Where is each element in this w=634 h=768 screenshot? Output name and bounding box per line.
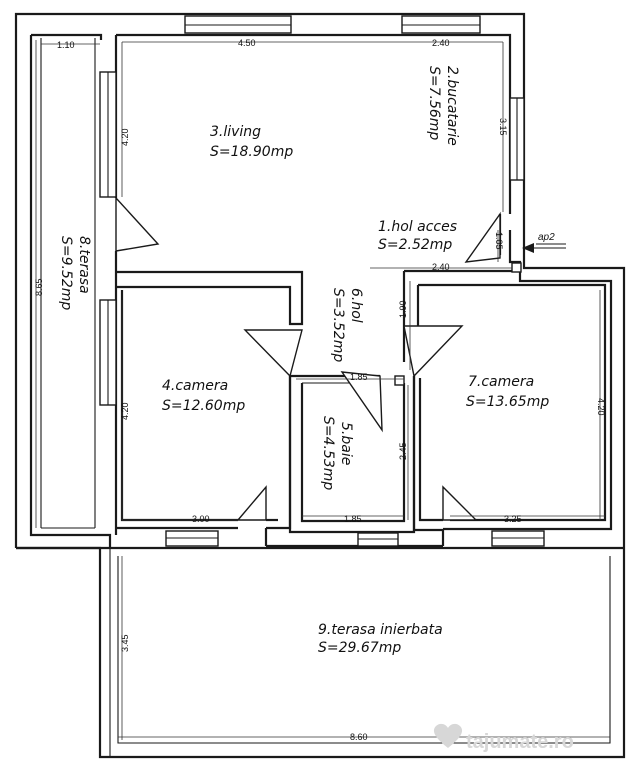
windows <box>99 15 545 547</box>
room-kitchen-area: S=7.56mp <box>426 66 442 140</box>
dimension-lines <box>35 40 610 740</box>
room-kitchen-name: 2.bucatarie <box>444 66 460 146</box>
door-camera4 <box>243 329 303 378</box>
dim-bath-width: 1.85 <box>344 514 362 524</box>
door-camera7-terrace <box>442 485 478 521</box>
entry-arrow-icon <box>522 243 534 253</box>
room-terrace9-name: 9.terasa inierbata <box>318 622 443 638</box>
room-camera4-name: 4.camera <box>162 378 228 394</box>
room-living-area: S=18.90mp <box>210 144 293 160</box>
dim-kitchen-height: 3.15 <box>498 118 508 136</box>
dim-terrace-height: 8.65 <box>34 278 44 296</box>
doors <box>115 196 522 521</box>
watermark-text: tajumate.ro <box>466 731 574 753</box>
room-hall6-area: S=3.52mp <box>330 288 346 362</box>
room-hall1-area: S=2.52mp <box>378 237 452 253</box>
room-camera7-area: S=13.65mp <box>466 394 549 410</box>
dim-camera7-width: 3.25 <box>504 514 522 524</box>
dim-top-kitchen: 2.40 <box>432 38 450 48</box>
room-living-name: 3.living <box>210 124 261 140</box>
room-camera4-area: S=12.60mp <box>162 398 245 414</box>
room-terrace9-area: S=29.67mp <box>318 640 401 656</box>
dim-hall-height: 1.90 <box>398 300 408 318</box>
door-living-terrace <box>115 196 160 252</box>
watermark: tajumate.ro <box>433 723 574 753</box>
dim-entry-width: 1.05 <box>494 232 504 250</box>
dim-hall-width: 2.40 <box>432 262 450 272</box>
dim-camera4-height: 4.20 <box>120 402 130 420</box>
dim-bath-height: 2.45 <box>398 442 408 460</box>
dim-terrace9-height: 3.45 <box>120 634 130 652</box>
room-bath-area: S=4.53mp <box>320 416 336 490</box>
dim-top-left: 1.10 <box>57 40 75 50</box>
dimension-labels: 1.10 4.50 2.40 3.15 4.20 8.65 1.05 2.40 … <box>34 38 606 742</box>
room-terrace8-name: 8.terasa <box>76 236 92 294</box>
dim-camera4-width: 3.00 <box>192 514 210 524</box>
door-entry <box>464 211 501 263</box>
heart-icon <box>433 723 463 748</box>
room-camera7-name: 7.camera <box>468 374 534 390</box>
dim-top-living: 4.50 <box>238 38 256 48</box>
dim-living-height: 4.20 <box>120 128 130 146</box>
entry-marker-label: ap2 <box>538 232 555 243</box>
door-camera4-terrace <box>236 485 267 521</box>
dim-camera7-height: 4.20 <box>596 398 606 416</box>
room-bath-name: 5.baie <box>338 422 354 465</box>
door-camera7 <box>403 325 464 378</box>
room-terrace8-area: S=9.52mp <box>58 236 74 310</box>
room-hall6-name: 6.hol <box>348 288 364 323</box>
door-bath <box>340 371 383 433</box>
interior-walls <box>16 214 624 757</box>
room-hall1-name: 1.hol acces <box>378 219 457 235</box>
entry-marker: ap2 <box>522 232 566 253</box>
room-labels: 3.living S=18.90mp 2.bucatarie S=7.56mp … <box>58 66 549 656</box>
dim-terrace9-width: 8.60 <box>350 732 368 742</box>
dim-hall-inner: 1.85 <box>350 372 368 382</box>
